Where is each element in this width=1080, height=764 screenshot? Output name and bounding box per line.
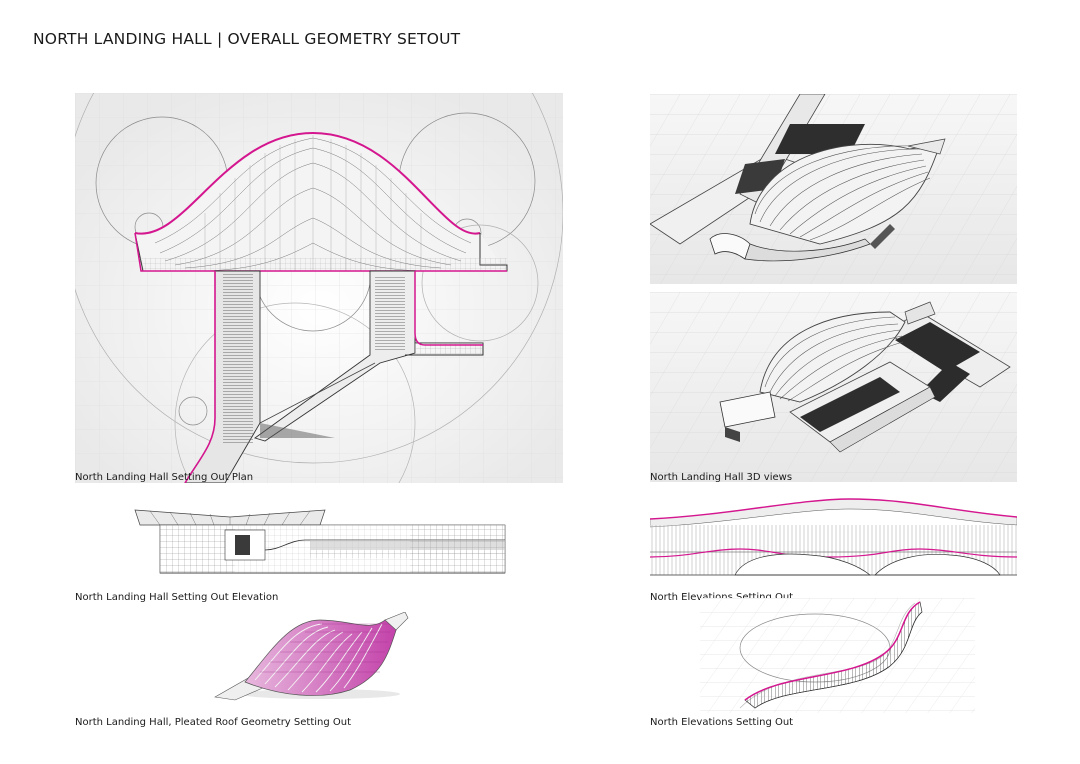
caption-setting-out-plan: North Landing Hall Setting Out Plan: [75, 472, 254, 483]
3d-view-bottom-drawing: [650, 292, 1017, 482]
3d-view-top-drawing: [650, 94, 1017, 284]
caption-pleated-roof: North Landing Hall, Pleated Roof Geometr…: [75, 717, 352, 728]
pleated-roof-geometry-drawing: [210, 612, 410, 702]
north-elevation-curved-wall-drawing: [700, 598, 975, 713]
north-elevation-strip-drawing: [650, 497, 1017, 577]
caption-setting-out-elevation: North Landing Hall Setting Out Elevation: [75, 592, 279, 603]
setting-out-elevation-drawing: [130, 505, 510, 577]
setting-out-plan-drawing: [75, 93, 563, 483]
caption-north-elevations-top: North Elevations Setting Out: [650, 592, 794, 603]
caption-north-elevations-bottom: North Elevations Setting Out: [650, 717, 794, 728]
caption-3d-views: North Landing Hall 3D views: [650, 472, 793, 483]
page-title: NORTH LANDING HALL | OVERALL GEOMETRY SE…: [33, 30, 461, 48]
